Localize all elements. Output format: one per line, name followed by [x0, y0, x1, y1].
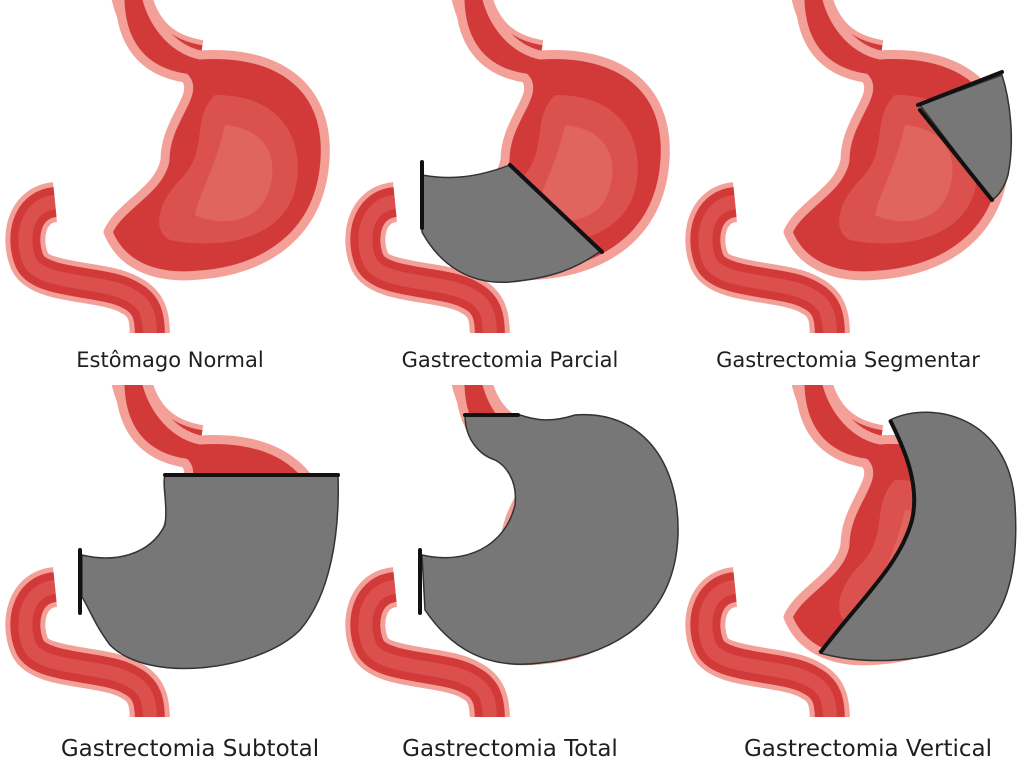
- panel-subtotal-gastrectomy: [5, 385, 340, 717]
- resected-region: [421, 164, 604, 284]
- resected-region: [918, 74, 1013, 201]
- label-vertical-gastrectomy: Gastrectomia Vertical: [744, 736, 992, 762]
- resected-region: [421, 413, 679, 665]
- stomach-illustration: [5, 0, 330, 333]
- label-normal-stomach: Estômago Normal: [76, 348, 263, 372]
- duodenum: [685, 182, 850, 333]
- panel-segmental-gastrectomy: [685, 0, 1013, 333]
- duodenum: [5, 182, 170, 333]
- stomach-body: [103, 0, 330, 281]
- label-subtotal-gastrectomy: Gastrectomia Subtotal: [61, 736, 319, 762]
- panel-partial-gastrectomy: [345, 0, 670, 333]
- cut-line: [78, 473, 340, 615]
- duodenum: [345, 182, 510, 333]
- stomach-illustration: [345, 385, 679, 717]
- panel-total-gastrectomy: [345, 385, 679, 717]
- stomach-illustration: [345, 0, 670, 333]
- cut-line: [418, 413, 520, 615]
- label-partial-gastrectomy: Gastrectomia Parcial: [402, 348, 619, 372]
- stomach-illustration: [685, 385, 1017, 717]
- cut-line: [818, 419, 917, 655]
- duodenum: [685, 567, 850, 717]
- cut-line: [420, 160, 604, 254]
- stomach-illustration: [5, 385, 340, 717]
- duodenum: [345, 567, 510, 717]
- stomach-illustration: [685, 0, 1013, 333]
- label-segmental-gastrectomy: Gastrectomia Segmentar: [716, 348, 980, 372]
- panel-vertical-gastrectomy: [685, 385, 1017, 717]
- duodenum: [5, 567, 170, 717]
- panel-normal-stomach: [5, 0, 330, 333]
- label-total-gastrectomy: Gastrectomia Total: [402, 736, 618, 762]
- resected-region: [81, 474, 339, 670]
- cut-line: [916, 70, 1004, 202]
